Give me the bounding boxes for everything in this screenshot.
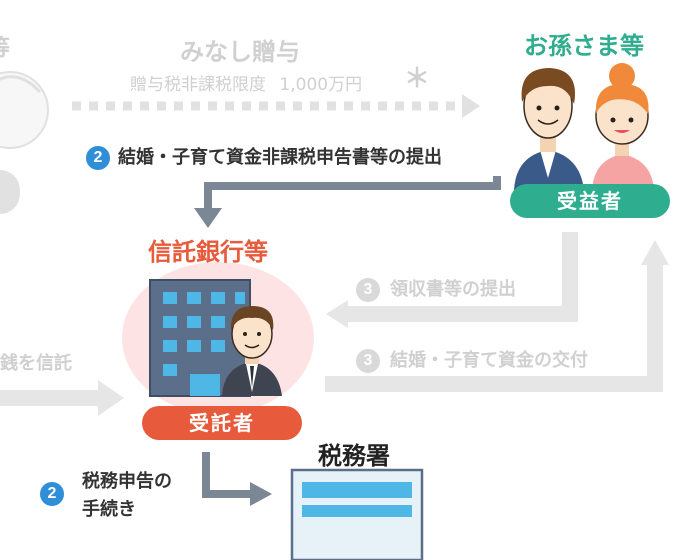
step-tax-number: 2 <box>40 482 64 506</box>
tax-office-title: 税務署 <box>318 442 390 470</box>
trust-arrow <box>0 380 124 416</box>
step-receipt-label: 領収書等の提出 <box>390 279 516 300</box>
step-payment-number: 3 <box>356 349 380 373</box>
girl-figure <box>592 63 654 190</box>
step-tax-label: 税務申告の 手続き <box>82 468 172 524</box>
asterisk-mark: ＊ <box>404 64 431 94</box>
beneficiary-title: お孫さま等 <box>524 32 644 60</box>
trustee-illustration <box>122 262 314 414</box>
step-receipt-number: 3 <box>356 278 380 302</box>
step-tax-label-line1: 税務申告の <box>82 471 172 492</box>
gift-title: みなし贈与 <box>180 38 300 66</box>
grandparent-illustration <box>0 71 49 214</box>
step-submit-number: 2 <box>86 146 110 170</box>
gift-limit: 贈与税非課税限度 1,000万円 <box>130 70 362 95</box>
beneficiary-illustration <box>514 63 654 190</box>
payment-arrow <box>325 240 669 392</box>
tax-arrow <box>202 452 272 506</box>
man-figure <box>514 68 584 190</box>
left-partial-label: 等 <box>0 30 10 62</box>
trustee-role-badge: 受託者 <box>142 406 302 440</box>
beneficiary-role-badge: 受益者 <box>510 184 670 218</box>
tax-office-building <box>290 468 424 560</box>
gift-limit-amount: 1,000万円 <box>279 75 363 95</box>
step-tax-label-line2: 手続き <box>82 499 136 520</box>
step-payment-label: 結婚・子育て資金の交付 <box>390 350 588 371</box>
step-submit-label: 結婚・子育て資金非課税申告書等の提出 <box>118 147 442 168</box>
trust-money-label: 銭を信託 <box>0 353 72 374</box>
banker-figure <box>222 306 282 396</box>
gift-dotted-arrow <box>72 94 480 118</box>
receipt-arrow <box>326 232 578 328</box>
trustee-title: 信託銀行等 <box>148 238 268 266</box>
gift-limit-label: 贈与税非課税限度 <box>130 75 266 95</box>
submit-arrow <box>194 176 501 228</box>
